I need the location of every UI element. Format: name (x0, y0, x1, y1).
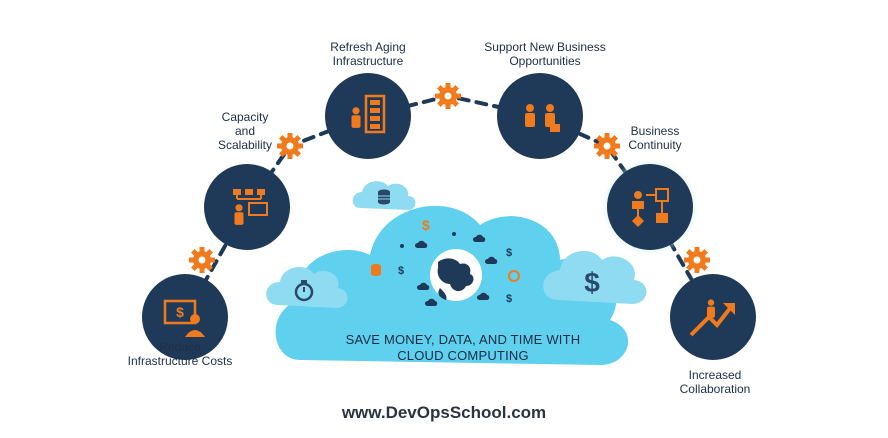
svg-text:$: $ (176, 304, 184, 320)
cloud-headline-line2: CLOUD COMPUTING (397, 348, 529, 363)
node-label-reduce-costs: Reduce Infrastructure Costs (127, 340, 233, 368)
node-support (497, 73, 583, 159)
node-continuity (602, 159, 698, 255)
node-reduce-costs: $ (142, 274, 228, 360)
cloud-headline: SAVE MONEY, DATA, AND TIME WITH CLOUD CO… (318, 332, 608, 364)
gear-icon (189, 247, 215, 273)
gear-icon (277, 133, 303, 159)
money-monitor-icon: $ (163, 299, 205, 337)
presentation-hierarchy-icon (233, 189, 268, 225)
cloud-decorations: $ $ $ $ (371, 217, 520, 306)
server-rack-icon (351, 94, 386, 134)
gear-icon (594, 133, 620, 159)
gear-group (189, 83, 710, 273)
database-icon (371, 264, 381, 276)
dollar-icon: $ (398, 265, 404, 277)
database-icon (378, 189, 390, 205)
node-label-capacity: Capacity and Scalability (217, 110, 273, 152)
footer-url: www.DevOpsSchool.com (341, 403, 547, 422)
dollar-icon: $ (506, 247, 512, 259)
globe-icon (430, 249, 482, 301)
node-refresh (325, 73, 411, 159)
node-capacity (204, 164, 290, 250)
node-collaboration (670, 274, 756, 360)
gear-icon (435, 83, 461, 109)
flowchart-icon (632, 188, 669, 227)
node-group: $ (142, 73, 756, 360)
small-cloud-database (352, 181, 416, 210)
cloud-headline-line1: SAVE MONEY, DATA, AND TIME WITH (345, 332, 581, 347)
node-label-refresh: Refresh Aging Infrastructure (330, 40, 406, 68)
handshake-icon (525, 104, 560, 132)
stopwatch-icon (294, 280, 314, 302)
small-cloud-dollar: $ (543, 250, 647, 304)
node-label-support: Support New Business Opportunities (484, 40, 606, 68)
growth-arrow-icon (689, 299, 735, 337)
node-label-continuity: Business Continuity (628, 124, 682, 152)
node-label-collaboration: Increased Collaboration (679, 368, 751, 396)
small-cloud-stopwatch (266, 267, 348, 308)
dollar-icon: $ (584, 267, 600, 298)
dollar-icon: $ (422, 217, 430, 233)
dollar-icon: $ (506, 293, 512, 305)
gear-icon (684, 247, 710, 273)
stopwatch-icon (508, 270, 520, 282)
